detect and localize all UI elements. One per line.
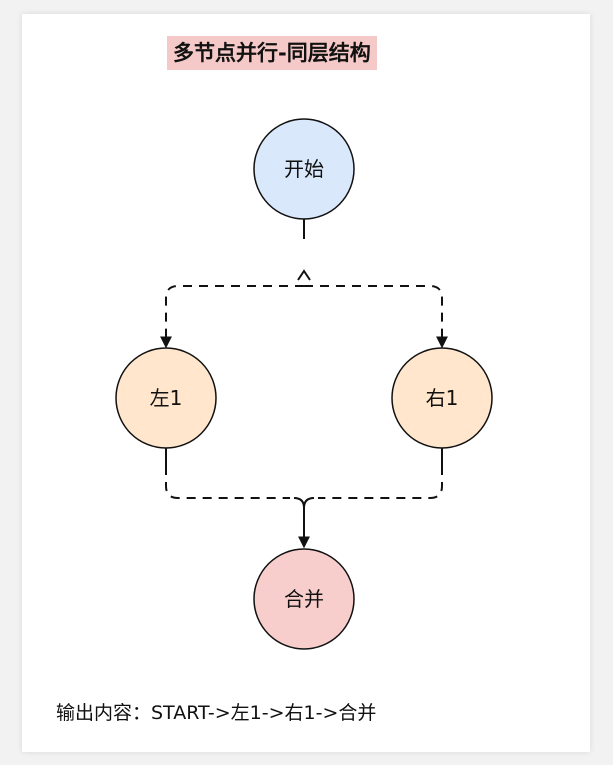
merge-brace-icon	[293, 497, 315, 509]
node-left-label: 左1	[150, 386, 183, 410]
node-start: 开始	[253, 118, 355, 220]
edge-split-to-left	[160, 285, 304, 349]
node-merge-label: 合并	[284, 587, 324, 611]
node-start-label: 开始	[284, 157, 324, 181]
diagram-title: 多节点并行-同层结构	[167, 36, 377, 70]
edge-right-to-merge	[318, 466, 443, 499]
node-right: 右1	[391, 347, 493, 449]
split-caret-icon	[297, 269, 311, 281]
diagram-canvas: 多节点并行-同层结构 开始 左1 右1	[22, 14, 590, 752]
node-left: 左1	[115, 347, 217, 449]
flow-diagram: 开始 左1 右1 合并	[115, 118, 493, 650]
node-merge: 合并	[253, 548, 355, 650]
node-right-label: 右1	[426, 386, 459, 410]
output-caption: 输出内容：START->左1->右1->合并	[56, 702, 377, 724]
edge-split-to-right	[304, 285, 448, 349]
edge-left-to-merge	[165, 466, 290, 499]
